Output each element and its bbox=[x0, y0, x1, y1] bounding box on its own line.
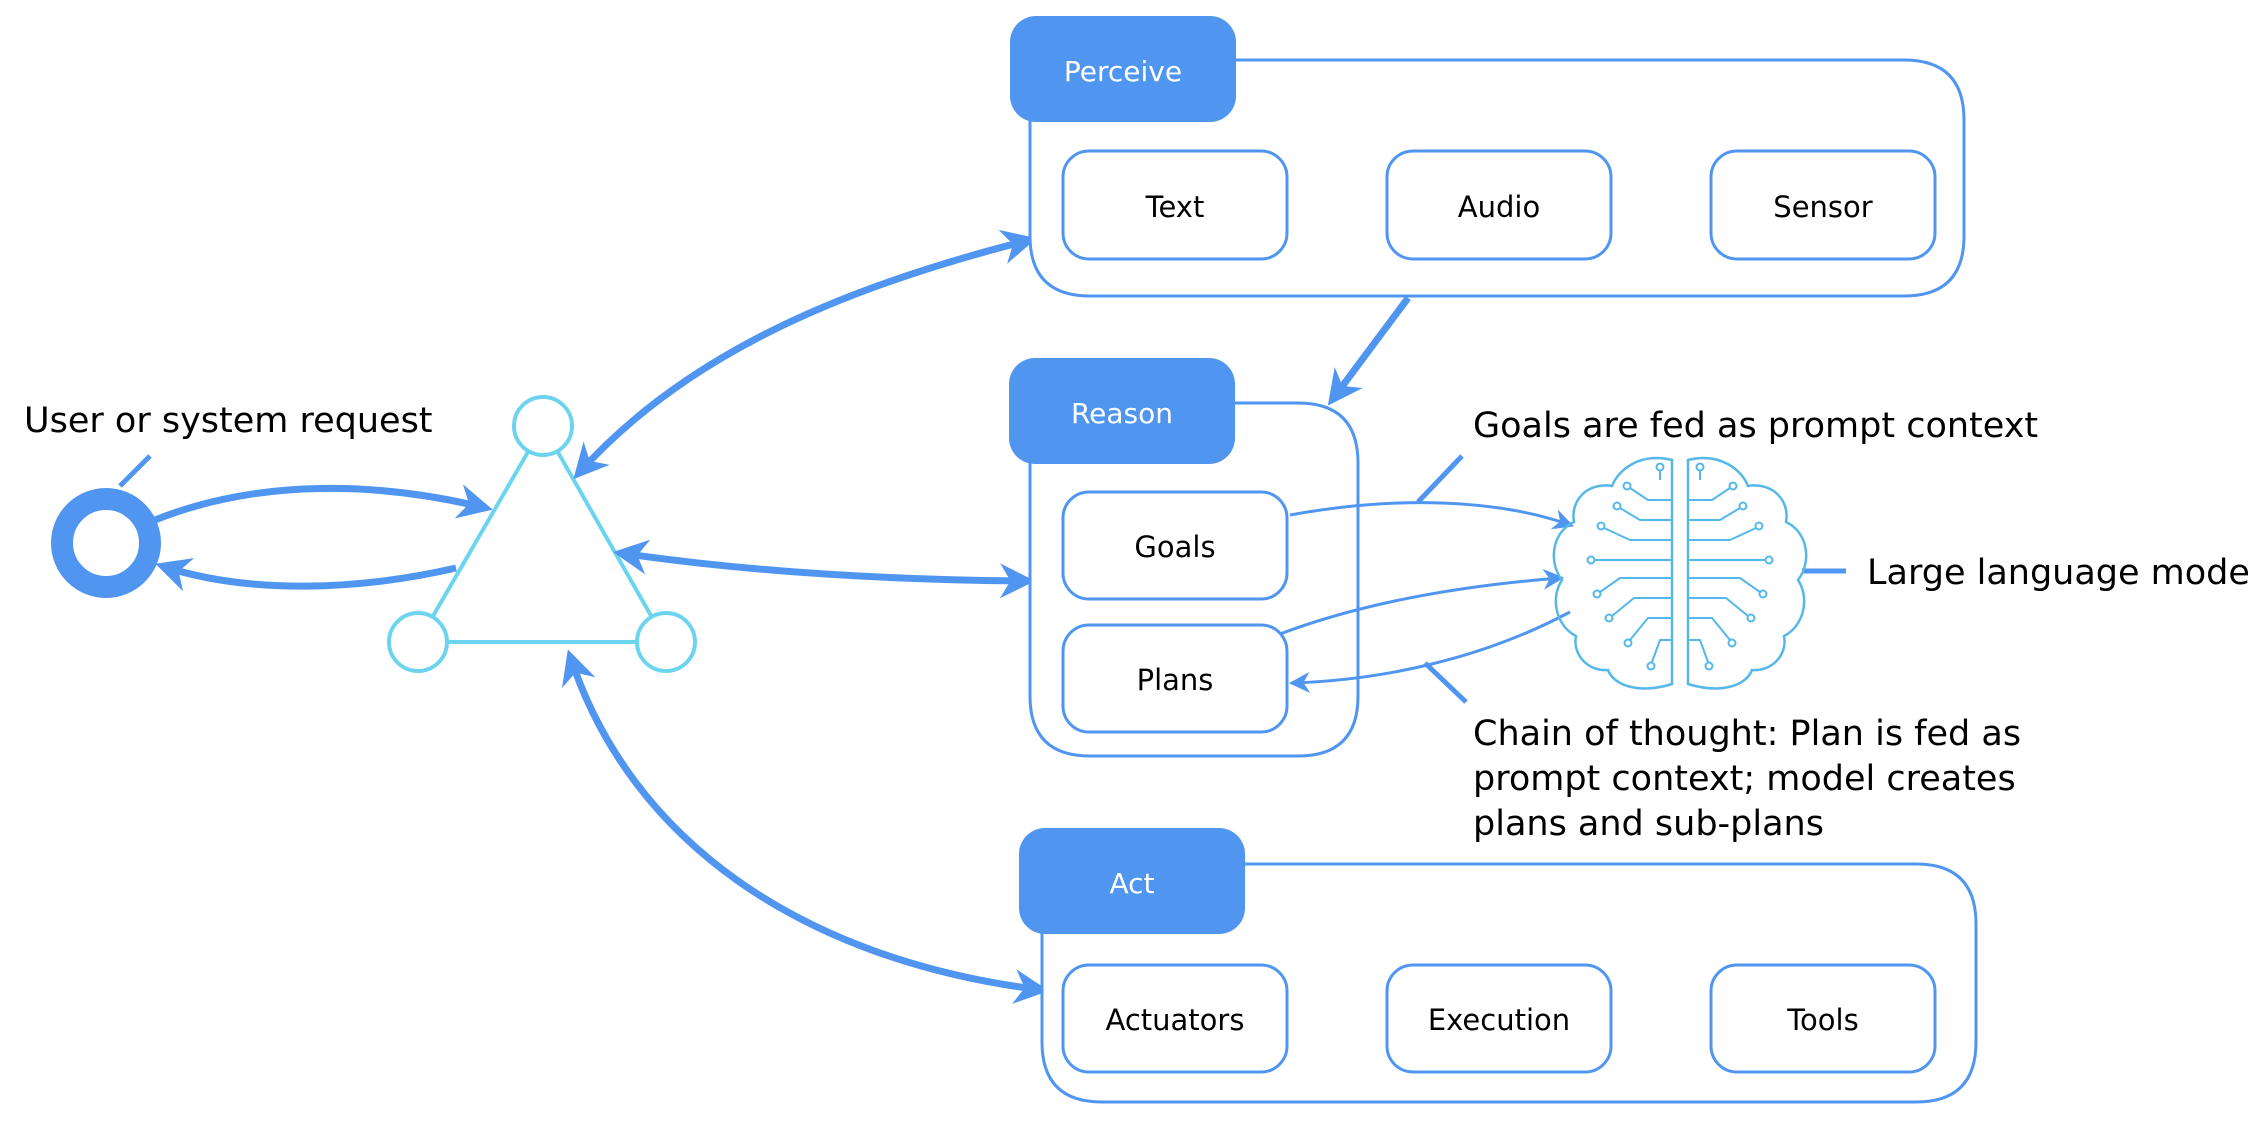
perceive-title: Perceive bbox=[1064, 55, 1182, 88]
arrow-plans-to-llm bbox=[1279, 568, 1565, 636]
goals-note-pointer bbox=[1416, 454, 1464, 504]
perceive-item-sensor-label: Sensor bbox=[1773, 190, 1872, 224]
perceive-item-audio[interactable] bbox=[1385, 149, 1613, 261]
act-item-tools-label: Tools bbox=[1786, 1003, 1858, 1037]
reason-item-goals-label: Goals bbox=[1134, 530, 1215, 564]
act-item-actuators[interactable] bbox=[1061, 963, 1289, 1074]
act-title: Act bbox=[1109, 867, 1154, 900]
reason-item-plans[interactable] bbox=[1061, 623, 1289, 734]
reason-item-plans-label: Plans bbox=[1137, 663, 1214, 697]
perceive-item-text-label: Text bbox=[1145, 190, 1205, 224]
perceive-module: Perceive Text Audio Sensor bbox=[1010, 16, 1966, 298]
request-pointer bbox=[118, 454, 152, 488]
arrow-perceive-to-reason bbox=[1327, 295, 1411, 406]
perceive-item-text[interactable] bbox=[1061, 149, 1289, 261]
arrow-agent-reason bbox=[613, 539, 1035, 599]
arrow-agent-perceive bbox=[573, 229, 1037, 480]
cot-note-line-1: Chain of thought: Plan is fed as bbox=[1473, 714, 2021, 754]
goals-note: Goals are fed as prompt context bbox=[1473, 406, 2038, 446]
cot-note-line-2: prompt context; model creates bbox=[1473, 759, 2016, 799]
act-item-execution-label: Execution bbox=[1428, 1003, 1570, 1037]
arrow-llm-to-plans bbox=[1288, 610, 1571, 693]
cot-note-pointer bbox=[1423, 661, 1468, 704]
request-node[interactable] bbox=[51, 488, 161, 598]
act-item-execution[interactable] bbox=[1385, 963, 1613, 1074]
arrow-request-to-agent bbox=[153, 484, 493, 524]
llm-label: Large language model bbox=[1867, 553, 2248, 593]
act-header bbox=[1019, 828, 1245, 934]
act-module: Act Actuators Execution Tools bbox=[1019, 828, 1978, 1104]
perceive-item-audio-label: Audio bbox=[1458, 190, 1540, 224]
arrow-goals-to-llm bbox=[1289, 501, 1574, 530]
arrow-agent-to-request bbox=[155, 558, 457, 592]
arrow-agent-act bbox=[562, 649, 1049, 1004]
act-item-tools[interactable] bbox=[1709, 963, 1937, 1074]
brain-circuit-icon bbox=[1552, 456, 1808, 690]
reason-item-goals[interactable] bbox=[1061, 490, 1289, 601]
reason-module: Reason Goals Plans bbox=[1009, 358, 1360, 758]
reason-title: Reason bbox=[1071, 397, 1173, 430]
act-item-actuators-label: Actuators bbox=[1106, 1003, 1245, 1037]
reason-header bbox=[1009, 358, 1235, 464]
request-label: User or system request bbox=[24, 401, 433, 441]
agent-triangle-icon bbox=[387, 395, 697, 673]
cot-note-line-3: plans and sub-plans bbox=[1473, 804, 1824, 844]
perceive-header bbox=[1010, 16, 1236, 122]
perceive-item-sensor[interactable] bbox=[1709, 149, 1937, 261]
